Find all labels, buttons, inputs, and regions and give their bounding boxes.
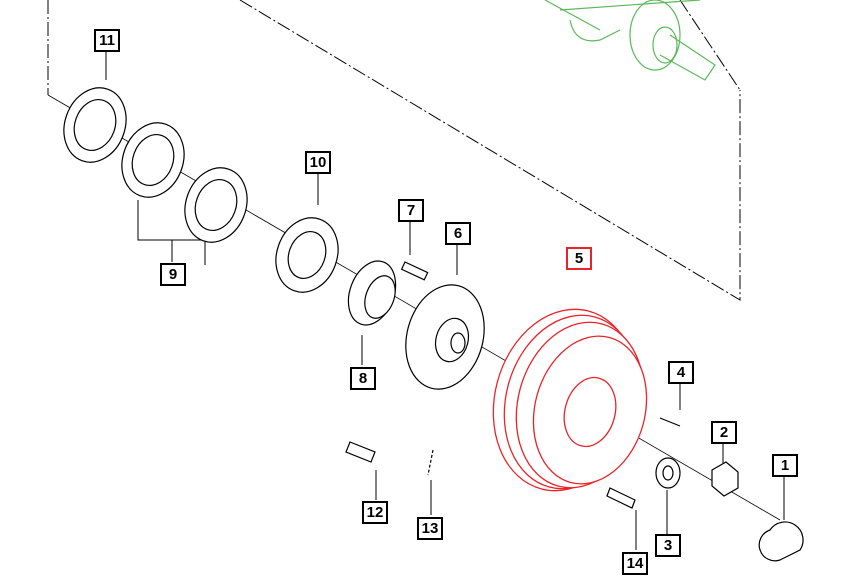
callout-3[interactable]: 3 [655,534,681,557]
callout-7[interactable]: 7 [398,199,424,222]
callout-9[interactable]: 9 [160,263,186,286]
callout-12[interactable]: 12 [362,501,388,524]
screw-4 [659,417,681,427]
assembly-boundary-line [47,0,741,301]
callout-6[interactable]: 6 [445,222,471,245]
callout-11[interactable]: 11 [94,29,120,52]
pin-12 [345,441,376,463]
callout-1[interactable]: 1 [772,454,798,477]
callout-13[interactable]: 13 [417,517,443,540]
axle-context-drawing [544,0,716,81]
callout-5[interactable]: 5 [566,247,592,270]
callout-2[interactable]: 2 [711,421,737,444]
hub-cap-1 [758,521,804,562]
nut-2 [711,461,739,497]
callout-4[interactable]: 4 [668,361,694,384]
brake-drum-5 [492,308,648,492]
cotter-pin-13 [427,449,434,476]
callout-14[interactable]: 14 [622,552,648,575]
callout-10[interactable]: 10 [305,151,331,174]
callout-8[interactable]: 8 [350,367,376,390]
bolt-14 [606,487,636,509]
stud-7 [400,261,429,281]
